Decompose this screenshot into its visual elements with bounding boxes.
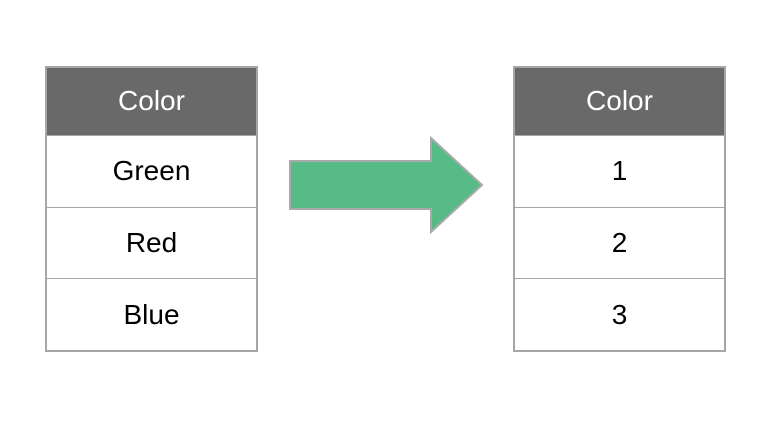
result-table-cell-1: 1 <box>515 134 724 207</box>
source-table-cell-blue: Blue <box>47 278 256 351</box>
result-table: Color 1 2 3 <box>513 66 726 352</box>
result-table-cell-3: 3 <box>515 278 724 351</box>
right-arrow-shape <box>289 136 484 234</box>
transform-arrow <box>288 136 484 234</box>
right-arrow-icon <box>289 136 484 234</box>
source-table: Color Green Red Blue <box>45 66 258 352</box>
result-table-header: Color <box>515 68 724 135</box>
result-table-cell-2: 2 <box>515 206 724 279</box>
source-table-cell-green: Green <box>47 134 256 207</box>
source-table-header: Color <box>47 68 256 135</box>
source-table-cell-red: Red <box>47 206 256 279</box>
